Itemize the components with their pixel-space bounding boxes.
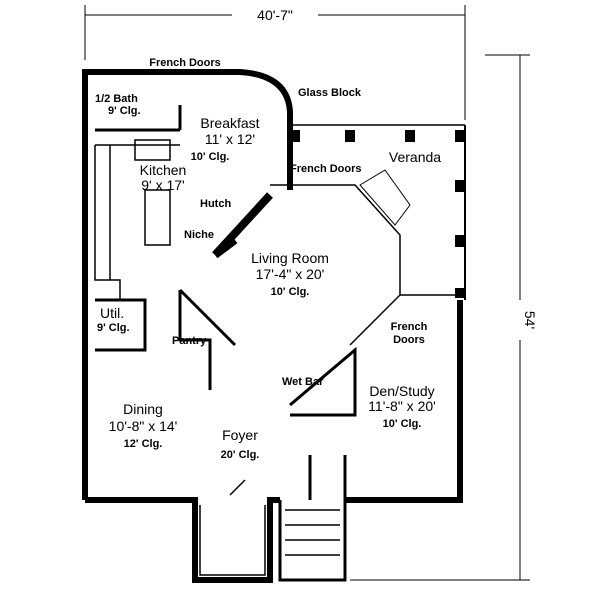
living-room-size: 17'-4" x 20': [256, 266, 325, 282]
breakfast-size: 11' x 12': [205, 131, 255, 147]
exterior-walls: [82, 69, 466, 583]
dining-ceiling: 12' Clg.: [124, 438, 163, 450]
room-labels: French Doors Glass Block 1/2 Bath 9' Clg…: [95, 57, 441, 461]
french-doors-den-label-1: French: [391, 321, 428, 333]
living-room-name: Living Room: [251, 250, 329, 266]
dining-size: 10'-8" x 14': [109, 418, 178, 434]
veranda-posts: [292, 130, 465, 298]
veranda-name: Veranda: [389, 149, 441, 165]
width-label: 40'-7": [257, 7, 293, 23]
wet-bar-label: Wet Bar: [282, 376, 324, 388]
breakfast-name: Breakfast: [200, 115, 259, 131]
half-bath-name: 1/2 Bath: [95, 93, 138, 105]
depth-label: 54': [522, 311, 538, 329]
den-ceiling: 10' Clg.: [383, 418, 422, 430]
living-room-ceiling: 10' Clg.: [271, 286, 310, 298]
fireplace: [359, 169, 411, 226]
breakfast-ceiling: 10' Clg.: [191, 151, 230, 163]
depth-dimension: 54': [350, 54, 538, 581]
pantry-label: Pantry: [172, 335, 207, 347]
french-doors-den-label-2: Doors: [393, 334, 425, 346]
hutch-label: Hutch: [200, 198, 231, 210]
foyer-ceiling: 20' Clg.: [221, 449, 260, 461]
den-size: 11'-8" x 20': [368, 398, 436, 414]
width-dimension: 40'-7": [84, 5, 466, 120]
interior-walls: [94, 105, 460, 500]
half-bath-ceiling: 9' Clg.: [108, 105, 141, 117]
util-name: Util.: [100, 305, 124, 321]
kitchen-size: 9' x 17': [141, 177, 184, 193]
french-doors-top-label: French Doors: [149, 57, 221, 69]
util-ceiling: 9' Clg.: [97, 322, 130, 334]
kitchen-name: Kitchen: [140, 162, 187, 178]
niche-label: Niche: [184, 229, 214, 241]
french-doors-veranda-label: French Doors: [290, 163, 362, 175]
dining-name: Dining: [123, 401, 163, 417]
den-name: Den/Study: [369, 383, 434, 399]
glass-block-label: Glass Block: [298, 87, 362, 99]
foyer-name: Foyer: [222, 427, 258, 443]
